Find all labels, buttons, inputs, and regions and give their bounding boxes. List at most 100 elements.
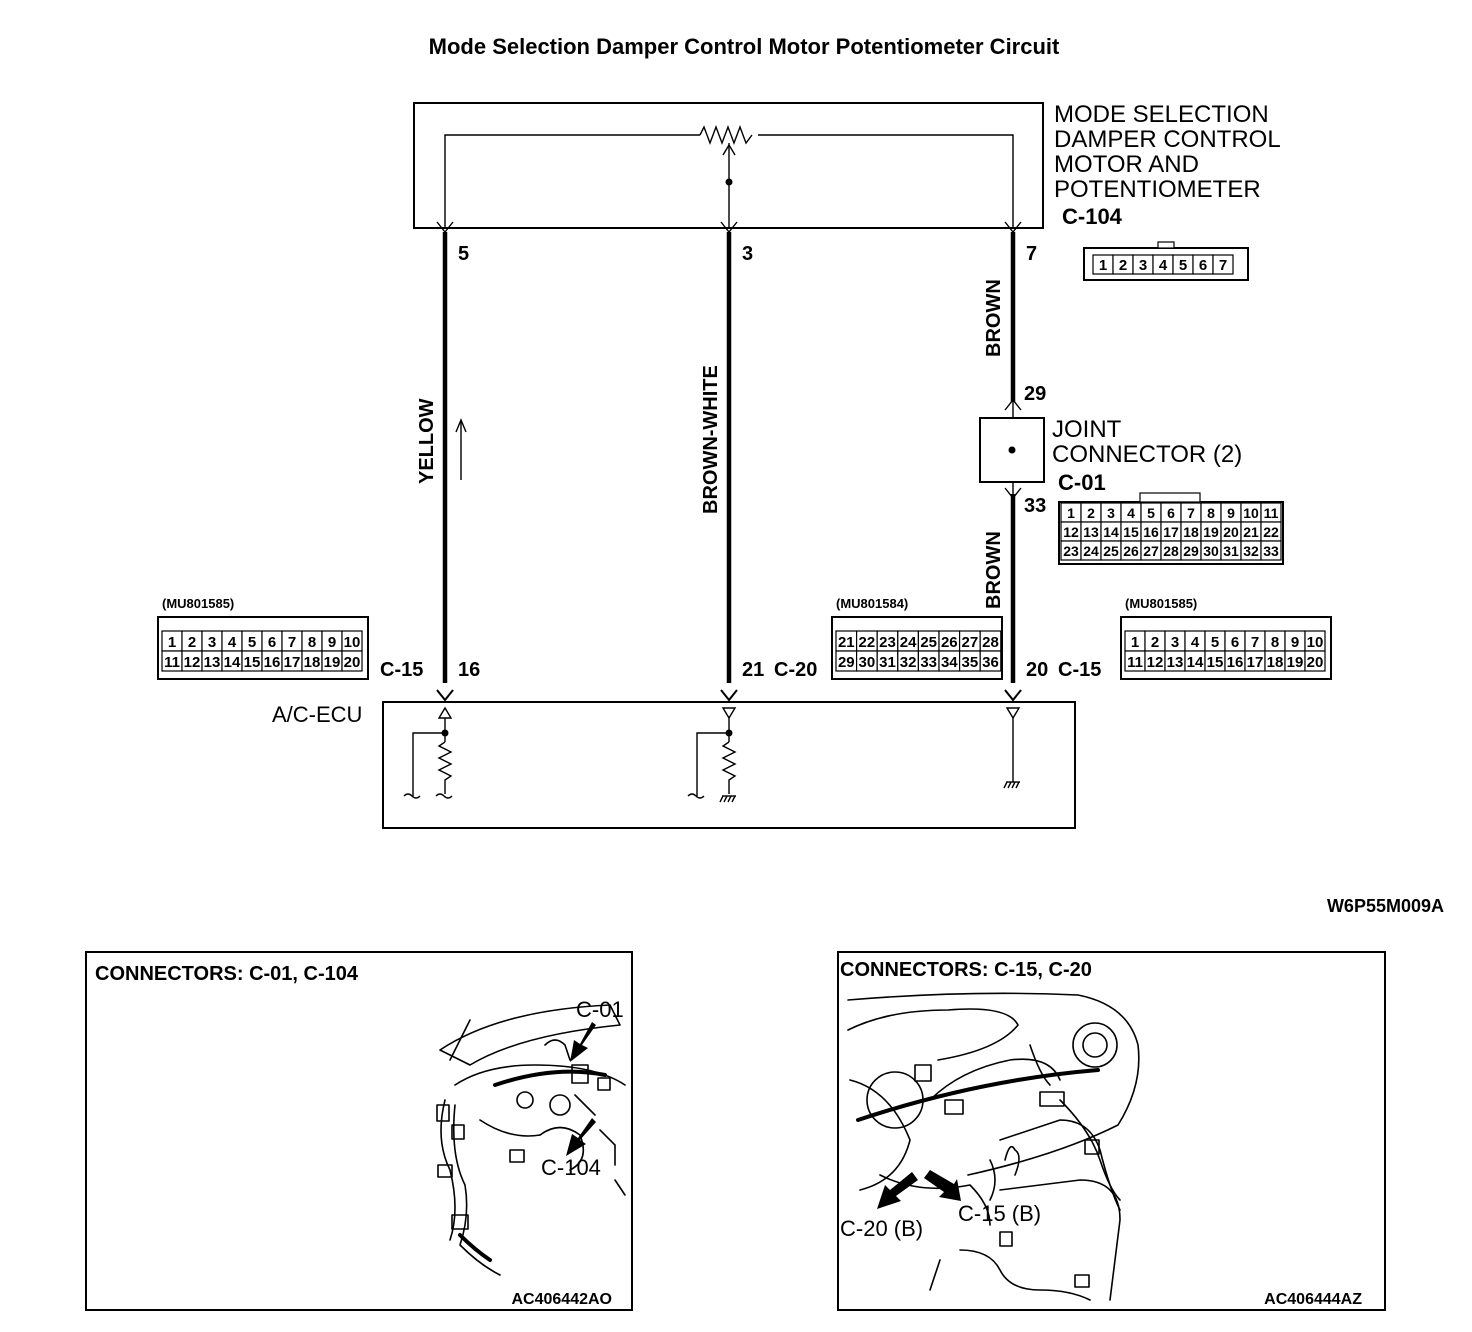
pin-label-21: 21 xyxy=(742,659,764,681)
connector-pin-number: 14 xyxy=(224,654,241,671)
locator-left-code: AC406442AO xyxy=(512,1291,613,1308)
connector-pin-number: 24 xyxy=(900,634,917,651)
connector-pin-number: 15 xyxy=(1123,524,1139,540)
c15-left-connector-id: C-15 xyxy=(380,659,423,681)
connector-pin-number: 19 xyxy=(1203,524,1219,540)
connector-pin-number: 33 xyxy=(920,654,937,671)
connector-pin-number: 2 xyxy=(1119,257,1127,274)
pin-label-3: 3 xyxy=(742,243,753,265)
connector-pin-number: 19 xyxy=(324,654,341,671)
connector-pin-number: 18 xyxy=(304,654,321,671)
wire-color-brown-upper: BROWN xyxy=(983,279,1005,357)
locator-right-code: AC406444AZ xyxy=(1264,1291,1362,1308)
c20-part-number: (MU801584) xyxy=(836,596,908,611)
potentiometer-resistor-icon xyxy=(699,125,753,145)
connector-pin-cell xyxy=(1260,540,1282,561)
connector-pin-number: 9 xyxy=(1227,505,1235,521)
connector-pin-number: 6 xyxy=(1199,257,1207,274)
connector-pin-number: 8 xyxy=(1271,634,1279,651)
ac-ecu-box: A/C-ECU xyxy=(272,689,1076,829)
wire-color-brown-white: BROWN-WHITE xyxy=(700,365,722,514)
connector-pin-number: 18 xyxy=(1267,654,1284,671)
diagram-title: Mode Selection Damper Control Motor Pote… xyxy=(429,34,1060,59)
connector-pin-number: 2 xyxy=(188,634,196,651)
arrow-icon xyxy=(924,1170,961,1201)
connector-pin-number: 31 xyxy=(1223,543,1239,559)
connector-pin-number: 23 xyxy=(879,634,896,651)
wire-brown-white: 3 BROWN-WHITE 21 C-20 xyxy=(700,232,817,683)
connector-pin-number: 6 xyxy=(1231,634,1239,651)
motor-name-line-1: MODE SELECTION xyxy=(1054,101,1269,128)
connector-pin-number: 9 xyxy=(328,634,336,651)
connector-pin-number: 26 xyxy=(1123,543,1139,559)
connector-pin-number: 16 xyxy=(1227,654,1244,671)
connector-pin-number: 13 xyxy=(1083,524,1099,540)
dashboard-sketch-left xyxy=(436,1004,626,1276)
connector-pin-number: 3 xyxy=(208,634,216,651)
connector-pin-number: 8 xyxy=(1207,505,1215,521)
joint-name-line-1: JOINT xyxy=(1052,416,1122,443)
connector-pin-number: 2 xyxy=(1151,634,1159,651)
locator-panel-left: CONNECTORS: C-01, C-104 xyxy=(85,951,633,1311)
connector-pin-number: 10 xyxy=(344,634,361,651)
arrow-icon xyxy=(566,1118,596,1156)
wire-brown: 7 BROWN BROWN 20 C-15 xyxy=(983,232,1101,683)
connector-pin-number: 4 xyxy=(1159,257,1168,274)
connector-pin-number: 12 xyxy=(1147,654,1164,671)
connector-pin-number: 15 xyxy=(1207,654,1224,671)
connector-pin-number: 28 xyxy=(982,634,999,651)
connector-pin-number: 14 xyxy=(1187,654,1204,671)
connector-pin-number: 1 xyxy=(1099,257,1107,274)
connector-pin-cell xyxy=(341,650,363,672)
joint-pin-29: 29 xyxy=(1024,383,1046,405)
connector-pin-number: 25 xyxy=(920,634,937,651)
connector-pin-number: 6 xyxy=(268,634,276,651)
connector-pin-number: 11 xyxy=(164,654,180,671)
connector-pin-number: 12 xyxy=(1063,524,1079,540)
connector-pin-number: 6 xyxy=(1167,505,1175,521)
locator-panel-right: CONNECTORS: C-15, C-20 xyxy=(837,951,1386,1311)
connector-pin-number: 1 xyxy=(1131,634,1139,651)
connector-pin-number: 13 xyxy=(204,654,221,671)
locator-left-title: CONNECTORS: C-01, C-104 xyxy=(95,963,359,985)
pin-label-16: 16 xyxy=(458,659,480,681)
connector-pin-cell xyxy=(1304,650,1326,672)
connector-pin-number: 30 xyxy=(1203,543,1219,559)
ground-icon xyxy=(1003,781,1020,789)
connector-pin-number: 20 xyxy=(1223,524,1239,540)
connector-pin-number: 22 xyxy=(859,634,876,651)
connector-pin-number: 10 xyxy=(1307,634,1324,651)
connector-pin-number: 21 xyxy=(838,634,855,651)
connector-pin-number: 33 xyxy=(1263,543,1279,559)
dashboard-sketch-right xyxy=(847,992,1140,1301)
wire-color-yellow: YELLOW xyxy=(416,398,438,484)
motor-potentiometer-box xyxy=(413,102,1044,234)
ground-icon xyxy=(719,795,736,803)
resistor-icon xyxy=(437,741,453,794)
connector-pin-number: 17 xyxy=(284,654,301,671)
connector-pin-number: 20 xyxy=(344,654,361,671)
connector-pin-number: 4 xyxy=(1127,505,1135,521)
connector-pin-number: 1 xyxy=(168,634,176,651)
motor-label: MODE SELECTION DAMPER CONTROL MOTOR AND … xyxy=(1054,101,1281,229)
callout-c20b: C-20 (B) xyxy=(840,1216,923,1241)
callout-c104: C-104 xyxy=(541,1155,601,1180)
connector-pin-number: 11 xyxy=(1264,505,1279,521)
ecu-label: A/C-ECU xyxy=(272,702,362,727)
connector-pin-number: 20 xyxy=(1307,654,1324,671)
connector-pin-number: 3 xyxy=(1107,505,1115,521)
connector-pin-number: 27 xyxy=(962,634,979,651)
wire-yellow: 5 YELLOW 16 C-15 xyxy=(380,232,480,683)
connector-pin-number: 5 xyxy=(248,634,256,651)
connector-pin-number: 11 xyxy=(1127,654,1143,671)
connector-pin-number: 35 xyxy=(962,654,979,671)
connector-pin-number: 31 xyxy=(879,654,896,671)
connector-pin-number: 21 xyxy=(1243,524,1259,540)
connector-pin-number: 12 xyxy=(184,654,201,671)
c15-right-connector-id: C-15 xyxy=(1058,659,1101,681)
connector-pin-number: 7 xyxy=(1187,505,1195,521)
connector-pin-number: 16 xyxy=(1143,524,1159,540)
motor-name-line-4: POTENTIOMETER xyxy=(1054,176,1261,203)
